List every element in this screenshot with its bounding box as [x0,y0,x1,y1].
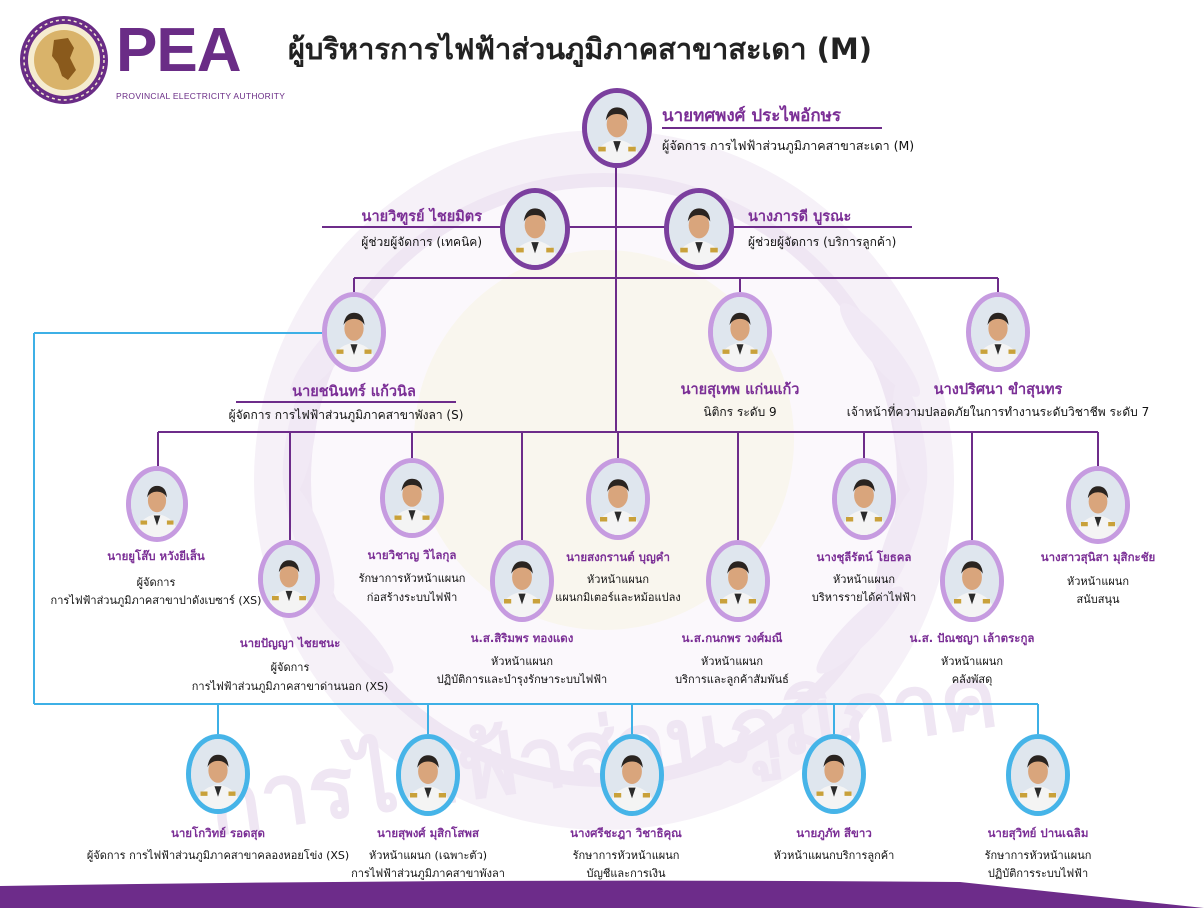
row4-8-role2: สนับสนุน [1076,593,1120,606]
row5-0-role1: ผู้จัดการ การไฟฟ้าส่วนภูมิภาคสาขาคลองหอย… [86,849,350,862]
row4-5-role1: หัวหน้าแผนก [700,655,764,668]
avatar-row4-3 [490,540,554,622]
row4-6-role1: หัวหน้าแผนก [832,573,896,586]
row4-2-role1: รักษาการหัวหน้าแผนก [358,572,466,585]
row5-4-role1: รักษาการหัวหน้าแผนก [984,849,1092,862]
footer-band [0,880,1204,908]
row5-2-role2: บัญชีและการเงิน [586,867,666,880]
row3-0-role: ผู้จัดการ การไฟฟ้าส่วนภูมิภาคสาขาพังลา (… [228,408,464,422]
avatar-row5-4 [1006,734,1070,816]
row4-0-name: นายยูโส๊บ หวังยีเส็น [107,549,205,563]
row4-3-role2: ปฏิบัติการและบำรุงรักษาระบบไฟฟ้า [436,673,608,686]
row4-0-role2: การไฟฟ้าส่วนภูมิภาคสาขาปาดังเบซาร์ (XS) [50,594,262,607]
page-title: ผู้บริหารการไฟฟ้าส่วนภูมิภาคสาขาสะเดา (M… [288,32,873,66]
row4-1-name: นายปัญญา ไชยชนะ [239,636,341,650]
pea-logo: PEA PROVINCIAL ELECTRICITY AUTHORITY [18,14,285,106]
row4-7-role2: คลังพัสดุ [951,673,993,686]
avatar-row4-6 [832,458,896,540]
avatar-row4-5 [706,540,770,622]
row3-1-name: นายสุเทพ แก่นแก้ว [680,382,800,398]
avatar-row4-7 [940,540,1004,622]
row5-3-name: นายภูภัท สีขาว [796,826,872,840]
row5-1-role1: หัวหน้าแผนก (เฉพาะตัว) [368,849,488,862]
avatar-row5-3 [802,734,866,814]
manager-name: นายทศพงศ์ ประไพอักษร [662,106,841,126]
avatar-manager [582,88,652,168]
row4-8-role1: หัวหน้าแผนก [1066,575,1130,588]
pea-wordmark: PEA [116,16,241,85]
avatar-row5-0 [186,734,250,814]
row4-3-name: น.ส.สิริมพร ทองแดง [470,631,574,645]
avatar-row5-1 [396,734,460,816]
avatar-row4-8 [1066,466,1130,544]
pea-subtitle: PROVINCIAL ELECTRICITY AUTHORITY [116,91,286,101]
manager-role: ผู้จัดการ การไฟฟ้าส่วนภูมิภาคสาขาสะเดา (… [662,138,915,153]
avatar-row4-1 [258,540,320,618]
row5-1-name: นายสุพงศ์ มุสิกโสพส [377,826,479,840]
row4-7-name: น.ส. ปัณชญา เล้าตระกูล [909,631,1035,645]
row5-2-role1: รักษาการหัวหน้าแผนก [572,849,680,862]
avatar-assistant-customer [664,188,734,270]
assistant-technical-role: ผู้ช่วยผู้จัดการ (เทคนิค) [361,235,482,249]
row4-5-role2: บริการและลูกค้าสัมพันธ์ [675,673,789,686]
row4-5-name: น.ส.กนกพร วงศ์มณี [681,631,783,645]
row4-0-role1: ผู้จัดการ [136,576,176,589]
avatar-row4-2 [380,458,444,538]
avatar-assistant-technical [500,188,570,270]
row4-4-name: นายสงกรานต์ บุญคำ [566,550,670,564]
row4-7-role1: หัวหน้าแผนก [940,655,1004,668]
row4-6-role2: บริหารรายได้ค่าไฟฟ้า [811,591,917,604]
row5-4-role2: ปฏิบัติการระบบไฟฟ้า [987,867,1089,880]
pea-emblem-icon [20,16,108,104]
assistant-customer-role: ผู้ช่วยผู้จัดการ (บริการลูกค้า) [748,235,897,249]
row4-6-name: นางชุลีรัตน์ โยธคล [816,550,912,564]
row4-4-role2: แผนกมิเตอร์และหม้อแปลง [555,591,681,604]
avatar-row5-2 [600,734,664,816]
avatar-row4-0 [126,466,188,542]
row5-3-role1: หัวหน้าแผนกบริการลูกค้า [773,849,895,862]
row3-2-role: เจ้าหน้าที่ความปลอดภัยในการทำงานระดับวิช… [846,405,1150,419]
row5-4-name: นายสุวิทย์ ปานเฉลิม [987,826,1089,840]
row5-0-name: นายโกวิทย์ รอดสุด [170,826,266,840]
row4-3-role1: หัวหน้าแผนก [490,655,554,668]
row4-1-role2: การไฟฟ้าส่วนภูมิภาคสาขาด่านนอก (XS) [191,680,389,693]
avatar-row4-4 [586,458,650,540]
row3-0-name: นายชนินทร์ แก้วนิล [292,384,416,400]
row3-1-role: นิติกร ระดับ 9 [703,405,777,419]
avatar-row3-0 [322,292,386,372]
row5-1-role2: การไฟฟ้าส่วนภูมิภาคสาขาพังลา [351,867,505,880]
row4-2-name: นายวิชาญ วิไลกุล [367,548,457,562]
row4-1-role1: ผู้จัดการ [270,661,310,674]
row4-8-name: นางสาวสุนิสา มุสิกะชัย [1040,550,1156,564]
row3-2-name: นางปริศนา ขำสุนทร [933,382,1063,398]
row5-2-name: นางศรีชะฎา วิชาธิคุณ [570,826,682,840]
avatar-row3-2 [966,292,1030,372]
row4-4-role1: หัวหน้าแผนก [586,573,650,586]
assistant-customer-name: นางภารดี บูรณะ [748,209,852,225]
assistant-technical-name: นายวิฑูรย์ ไชยมิตร [361,209,482,225]
row4-2-role2: ก่อสร้างระบบไฟฟ้า [366,591,458,604]
avatar-row3-1 [708,292,772,372]
